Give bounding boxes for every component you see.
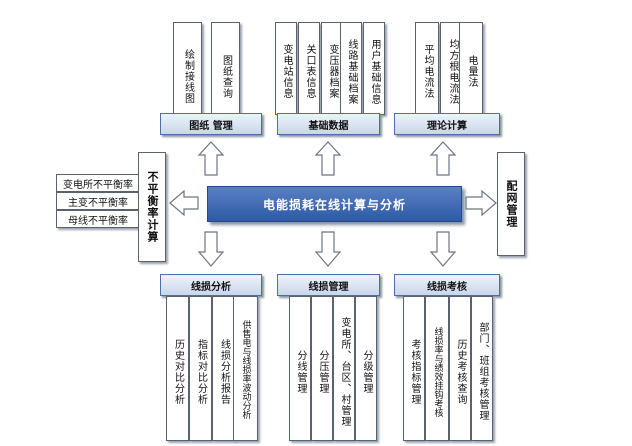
- guanli-header: 线损管理: [277, 274, 380, 296]
- lilun-item-0-label: 平均电流法: [422, 44, 433, 99]
- arrow-down-guanli: [314, 231, 342, 267]
- jichu-item-4-label: 用户基础信息: [369, 38, 380, 105]
- lilun-header: 理论计算: [394, 113, 500, 135]
- guanli-item-1: 分压管理: [311, 296, 333, 441]
- kaohe-item-1: 线损率与绩效挂钩考核: [425, 296, 449, 441]
- jichu-item-4: 用户基础信息: [363, 22, 385, 115]
- lilun-item-2-label: 电量法: [466, 55, 477, 88]
- fenxi-header: 线损分析: [160, 274, 262, 296]
- arrow-right: [465, 189, 497, 217]
- right-title: 配网管理: [505, 180, 518, 228]
- arrow-left: [169, 189, 199, 217]
- left-item-2: 母线不平衡率: [56, 210, 140, 228]
- guanli-item-2: 变电所、台区、村管理: [333, 296, 355, 441]
- fenxi-item-0-label: 历史对比分析: [172, 338, 184, 405]
- kaohe-item-1-label: 线损率与绩效挂钩考核: [432, 326, 443, 417]
- guanli-item-1-label: 分压管理: [317, 349, 328, 394]
- guanli-item-2-label: 变电所、台区、村管理: [339, 316, 350, 427]
- arrow-down-fenxi: [197, 231, 225, 267]
- guanli-item-0: 分线管理: [289, 296, 311, 441]
- kaohe-item-2-label: 历史考核查询: [455, 338, 466, 405]
- jichu-item-3-label: 线路基础档案: [346, 38, 357, 105]
- jichu-header: 基础数据: [277, 113, 380, 135]
- guanli-item-3: 分级管理: [355, 296, 377, 441]
- jichu-item-1: 关口表信息: [298, 22, 320, 115]
- fenxi-item-2: 线损分析报告: [212, 296, 235, 441]
- jichu-item-1-label: 关口表信息: [304, 44, 315, 99]
- arrow-up-tuzhi: [197, 141, 225, 176]
- left-title-box: 不平衡率计算: [138, 152, 166, 262]
- kaohe-item-0: 考核指标管理: [403, 296, 425, 441]
- jichu-item-0: 变电站信息: [275, 22, 297, 115]
- fenxi-item-2-label: 线损分析报告: [218, 338, 230, 405]
- tuzhi-header: 图纸 管理: [160, 113, 262, 135]
- tuzhi-item-1-label: 图纸查询: [220, 54, 232, 99]
- tuzhi-item-1: 图纸查询: [211, 22, 240, 125]
- fenxi-item-3-label: 供售电与线损率波动分析: [240, 320, 251, 419]
- left-item-0: 变电所不平衡率: [56, 174, 140, 192]
- tuzhi-item-0-label: 绘制接线图: [182, 49, 194, 104]
- kaohe-header: 线损考核: [394, 274, 500, 296]
- center-title: 电能损耗在线计算与分析: [207, 186, 462, 222]
- lilun-item-2: 电量法: [459, 22, 483, 115]
- kaohe-item-3: 部门、班组考核管理: [471, 296, 493, 441]
- arrow-up-lilun: [429, 141, 457, 176]
- left-item-1: 主变不平衡率: [56, 192, 140, 210]
- kaohe-item-2: 历史考核查询: [449, 296, 471, 441]
- kaohe-item-0-label: 考核指标管理: [409, 338, 420, 405]
- arrow-down-kaohe: [429, 231, 457, 267]
- jichu-item-0-label: 变电站信息: [281, 44, 292, 99]
- jichu-item-2-label: 变压器档案: [327, 44, 338, 99]
- fenxi-item-3: 供售电与线损率波动分析: [233, 296, 258, 441]
- guanli-item-3-label: 分级管理: [361, 349, 372, 394]
- fenxi-item-1: 指标对比分析: [189, 296, 212, 441]
- arrow-up-jichu: [314, 141, 342, 176]
- kaohe-item-3-label: 部门、班组考核管理: [477, 322, 488, 421]
- tuzhi-item-0: 绘制接线图: [173, 22, 202, 125]
- left-title: 不平衡率计算: [146, 171, 159, 243]
- guanli-item-0-label: 分线管理: [295, 349, 306, 394]
- lilun-item-0: 平均电流法: [415, 22, 439, 115]
- jichu-item-3: 线路基础档案: [340, 22, 362, 115]
- fenxi-item-1-label: 指标对比分析: [195, 338, 207, 405]
- lilun-item-1-label: 均方根电流法: [447, 38, 458, 105]
- right-title-box: 配网管理: [497, 152, 525, 256]
- fenxi-item-0: 历史对比分析: [166, 296, 189, 441]
